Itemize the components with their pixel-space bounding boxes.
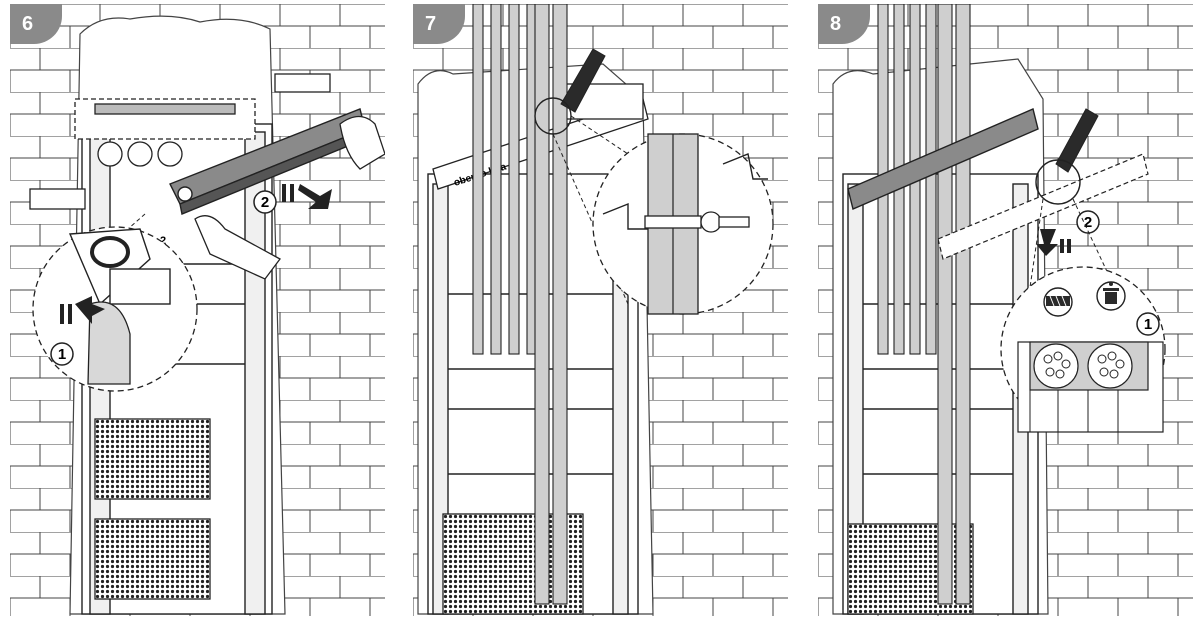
cut-highlight (1035, 159, 1081, 205)
mesh-plate-upper (94, 418, 211, 500)
callout-1-label: 1 (58, 346, 66, 363)
step-6-panel: 2 1 2 1 6 (10, 4, 385, 616)
callout-1-circle (1136, 312, 1160, 336)
mounted-cable-tray (847, 108, 1039, 210)
push-arrow (1036, 229, 1071, 256)
callout-2-label: 2 (1084, 214, 1092, 231)
scale-number-2: 2 (160, 235, 166, 247)
ghost-cable-tray (937, 153, 1149, 260)
cut-strip-icon (1043, 287, 1073, 317)
step-7-panel: oberbo hua 7 (413, 4, 788, 616)
left-bracket (29, 188, 86, 210)
callout-2-label: 2 (261, 194, 269, 211)
callout-1-circle (50, 342, 74, 366)
step-6-illustration: 2 1 2 1 (10, 4, 385, 616)
mesh-plate-lower (94, 518, 211, 600)
cable-tray (169, 108, 366, 215)
step-8-panel: 2 (818, 4, 1193, 616)
hand-left (194, 215, 281, 280)
cable-bundle (472, 4, 568, 605)
callout-2-circle (1076, 210, 1100, 234)
callout-2-circle (253, 190, 277, 214)
mesh-plate (847, 523, 974, 615)
hand-right (339, 115, 385, 170)
callout-1-label: 1 (1144, 316, 1152, 333)
detail-magnifier (592, 133, 774, 315)
detail-magnifier (1000, 266, 1166, 433)
right-bracket (274, 73, 331, 93)
pull-arrow (282, 184, 332, 209)
trash-bin-icon (1096, 281, 1126, 311)
cutting-tool-icon (1055, 108, 1099, 173)
top-rail (74, 98, 256, 167)
step-8-illustration: 2 (818, 4, 1193, 616)
detail-magnifier (32, 226, 198, 392)
step-7-illustration: oberbo hua (413, 4, 788, 616)
